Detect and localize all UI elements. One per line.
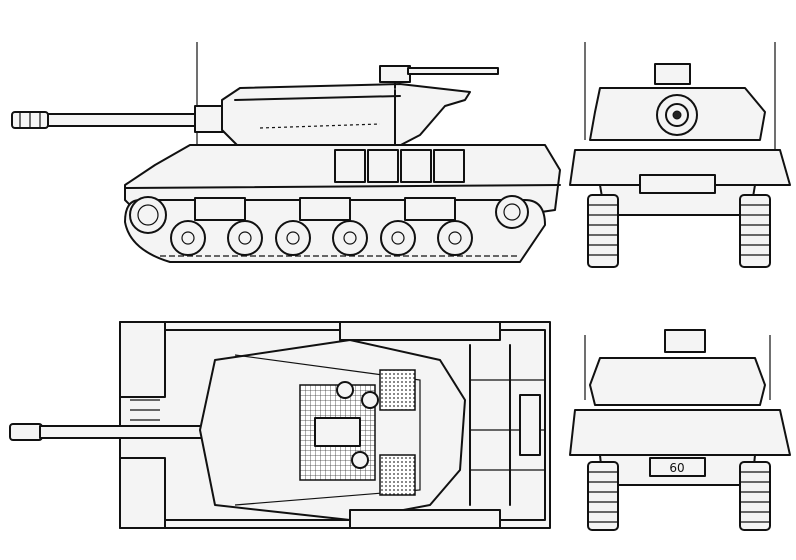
top-engine-deck [469,344,545,506]
side-gun-barrel [11,105,226,133]
top-gun-breech [314,417,361,447]
rear-plate [649,457,706,477]
top-view [9,321,551,529]
top-gun-barrel [9,423,221,441]
top-right-front-fender [119,457,166,529]
side-suspension-bogies [170,197,473,256]
side-idler-wheel [495,195,529,229]
front-hull [569,149,791,186]
side-view [11,42,561,263]
rear-tracks [587,461,771,531]
rear-machine-gun [664,329,706,353]
front-machine-gun [654,63,691,85]
rear-turret [589,357,766,406]
rear-hull [569,409,791,456]
side-turret [221,83,471,149]
top-ammo-rack-2 [379,454,416,496]
front-view [569,42,791,268]
rear-plate-number: 60 [669,461,684,475]
top-left-front-fender [119,321,166,398]
top-ammo-rack-1 [379,369,416,411]
front-tracks [587,194,771,268]
side-machine-gun [379,65,499,89]
side-drive-sprocket [129,196,167,234]
rear-view: 60 [569,329,791,531]
side-storage-boxes [334,149,465,183]
